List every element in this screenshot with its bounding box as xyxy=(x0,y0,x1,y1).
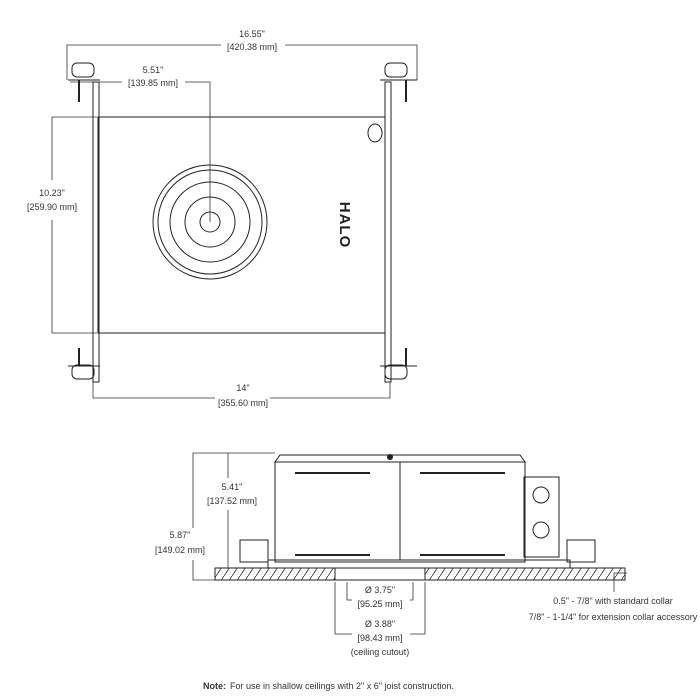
left-hanger-bar xyxy=(92,81,100,383)
housing-height-dimension: 5.41" [137.52 mm] xyxy=(207,453,257,568)
center-offset-inch: 5.51" xyxy=(143,65,164,75)
housing-top xyxy=(274,454,526,463)
ceiling-thickness-callout: 0.5" - 7/8" with standard collar 7/8" - … xyxy=(529,572,698,622)
junction-box xyxy=(523,476,560,558)
aperture-dimension: Ø 3.75" [95.25 mm] xyxy=(346,582,414,609)
right-mounting-clip xyxy=(566,539,596,563)
total-height-mm: [149.02 mm] xyxy=(155,545,205,555)
bar-span-dimension: 14" [355.60 mm] xyxy=(92,382,391,408)
left-mounting-clip xyxy=(239,539,269,563)
center-offset-mm: [139.85 mm] xyxy=(128,78,178,88)
note: Note: For use in shallow ceilings with 2"… xyxy=(203,681,454,691)
cutout-mm: [98.43 mm] xyxy=(357,633,402,643)
center-offset-dimension: 5.51" [139.85 mm] xyxy=(70,65,211,222)
overall-width-mm: [420.38 mm] xyxy=(227,42,277,52)
bar-clips xyxy=(68,62,417,380)
note-label: Note: xyxy=(203,681,226,691)
overall-width-dimension: 16.55" [420.38 mm] xyxy=(66,29,418,80)
cutout-dimension: Ø 3.88" [98.43 mm] (ceiling cutout) xyxy=(334,582,426,657)
depth-dimension: 10.23" [259.90 mm] xyxy=(27,116,97,334)
note-text: For use in shallow ceilings with 2" x 6"… xyxy=(230,681,454,691)
ceiling-thickness-standard: 0.5" - 7/8" with standard collar xyxy=(553,596,672,606)
trim-collar xyxy=(334,567,426,581)
bar-span-mm: [355.60 mm] xyxy=(218,398,268,408)
cutout-label: (ceiling cutout) xyxy=(351,647,410,657)
ceiling-thickness-extension: 7/8" - 1-1/4" for extension collar acces… xyxy=(529,612,698,622)
depth-inch: 10.23" xyxy=(39,188,65,198)
top-view: 16.55" [420.38 mm] 5.51" [139.85 mm] 10.… xyxy=(27,29,418,408)
cutout-inch: Ø 3.88" xyxy=(365,619,395,629)
side-view: 5.87" [149.02 mm] 5.41" [137.52 mm] Ø 3.… xyxy=(155,452,698,657)
depth-mm: [259.90 mm] xyxy=(27,202,77,212)
overall-width-inch: 16.55" xyxy=(239,29,265,39)
total-height-inch: 5.87" xyxy=(170,530,191,540)
total-height-dimension: 5.87" [149.02 mm] xyxy=(155,452,275,581)
aperture-inch: Ø 3.75" xyxy=(365,585,395,595)
aperture-mm: [95.25 mm] xyxy=(357,599,402,609)
aperture-top xyxy=(152,164,268,280)
housing-height-mm: [137.52 mm] xyxy=(207,496,257,506)
bar-span-inch: 14" xyxy=(236,383,249,393)
halo-logo: HALO xyxy=(336,202,353,249)
right-hanger-bar xyxy=(384,81,392,383)
housing-height-inch: 5.41" xyxy=(222,482,243,492)
knockout xyxy=(367,123,383,143)
